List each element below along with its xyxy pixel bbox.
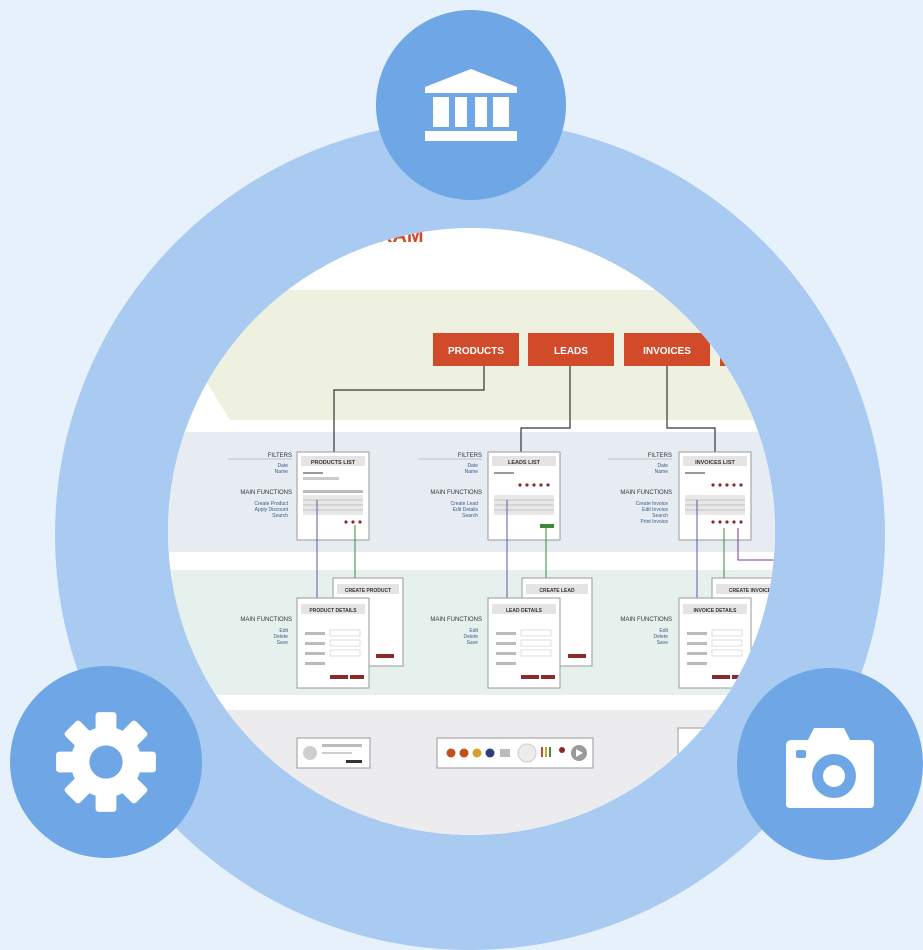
col1-main-functions-heading: MAIN FUNCTIONS [240,490,292,496]
col2-dfn-1: Edit [469,628,478,634]
col3-list-title: INVOICES LIST [695,460,735,466]
nav-more[interactable] [720,333,775,366]
col2-dfn-3: Save [467,640,479,646]
band-details [168,570,775,695]
col1-filter-name: Name [275,469,289,475]
col3-dfn-2: Delete [654,634,669,640]
extra-component-card [677,727,739,769]
connector-products [333,366,485,452]
col1-detail-card: PRODUCT DETAILS [296,597,370,689]
col2-dfn-2: Delete [464,634,479,640]
col2-filter-date: Date [467,463,478,469]
icon-set-component-card [436,737,594,769]
camera-badge [737,668,923,860]
camera-icon [786,728,874,808]
col2-create-title: CREATE LEAD [539,588,575,594]
col2-list-card: LEADS LIST [487,451,561,541]
sitemap-diagram-window: RAM PRODUCTS LEADS INVOICES FILTERS [168,228,775,835]
col3-dfn-1: Edit [659,628,668,634]
bank-badge [376,10,566,200]
nav-invoices[interactable]: INVOICES [624,333,710,366]
col1-fn-3: Search [272,513,288,519]
col2-filters-heading: FILTERS [458,453,482,459]
col2-fn-1: Create Lead [450,501,478,507]
sitemap-diagram: RAM PRODUCTS LEADS INVOICES FILTERS [168,228,775,835]
col1-create-title: CREATE PRODUCT [345,588,391,594]
col1-detail-title: PRODUCT DETAILS [309,608,357,614]
col2-fn-3: Search [462,513,478,519]
col1-fn-2: Apply Discount [255,507,289,513]
col2-detail-card: LEAD DETAILS [487,597,561,689]
nav-invoices-label: INVOICES [643,346,691,357]
col2-main-functions-heading: MAIN FUNCTIONS [430,490,482,496]
col1-detail-functions-heading: MAIN FUNCTIONS [240,617,292,623]
col1-dfn-1: Edit [279,628,288,634]
col3-filters-heading: FILTERS [648,453,672,459]
col1-list-card: PRODUCTS LIST [296,451,370,541]
profile-component-card [296,737,371,769]
col3-filter-name: Name [655,469,669,475]
col3-fn-2: Edit Invoice [642,507,668,513]
col3-fn-4: Print Invoice [640,519,668,525]
connector-invoices [666,366,716,452]
col3-list-card: INVOICES LIST [678,451,752,541]
col2-list-title: LEADS LIST [508,460,541,466]
nav-products-label: PRODUCTS [448,346,504,357]
col3-arrow-print [737,528,775,561]
col1-filter-date: Date [277,463,288,469]
col3-dfn-3: Save [657,640,669,646]
bank-icon [425,69,517,141]
nav-leads-label: LEADS [554,346,588,357]
gear-icon [56,712,156,812]
col3-fn-1: Create Invoice [636,501,668,507]
col2-detail-title: LEAD DETAILS [506,608,543,614]
band-lists [168,432,775,552]
col1-list-title: PRODUCTS LIST [311,460,356,466]
col2-detail-functions-heading: MAIN FUNCTIONS [430,617,482,623]
diagram-title: RAM [378,228,424,247]
col3-filter-date: Date [657,463,668,469]
col2-fn-2: Edit Details [453,507,479,513]
col1-dfn-3: Save [277,640,289,646]
col3-fn-3: Search [652,513,668,519]
gear-badge [10,666,202,858]
col3-create-title: CREATE INVOICE [729,588,772,594]
connector-leads [520,366,571,452]
nav-leads[interactable]: LEADS [528,333,614,366]
col3-main-functions-heading: MAIN FUNCTIONS [620,490,672,496]
col1-dfn-2: Delete [274,634,289,640]
col3-detail-card: INVOICE DETAILS [678,597,752,689]
col3-detail-functions-heading: MAIN FUNCTIONS [620,617,672,623]
band-components [168,710,775,835]
col1-filters-heading: FILTERS [268,453,292,459]
col3-detail-title: INVOICE DETAILS [694,608,738,614]
nav-products[interactable]: PRODUCTS [433,333,519,366]
col2-filter-name: Name [465,469,479,475]
col1-fn-1: Create Product [254,501,288,507]
